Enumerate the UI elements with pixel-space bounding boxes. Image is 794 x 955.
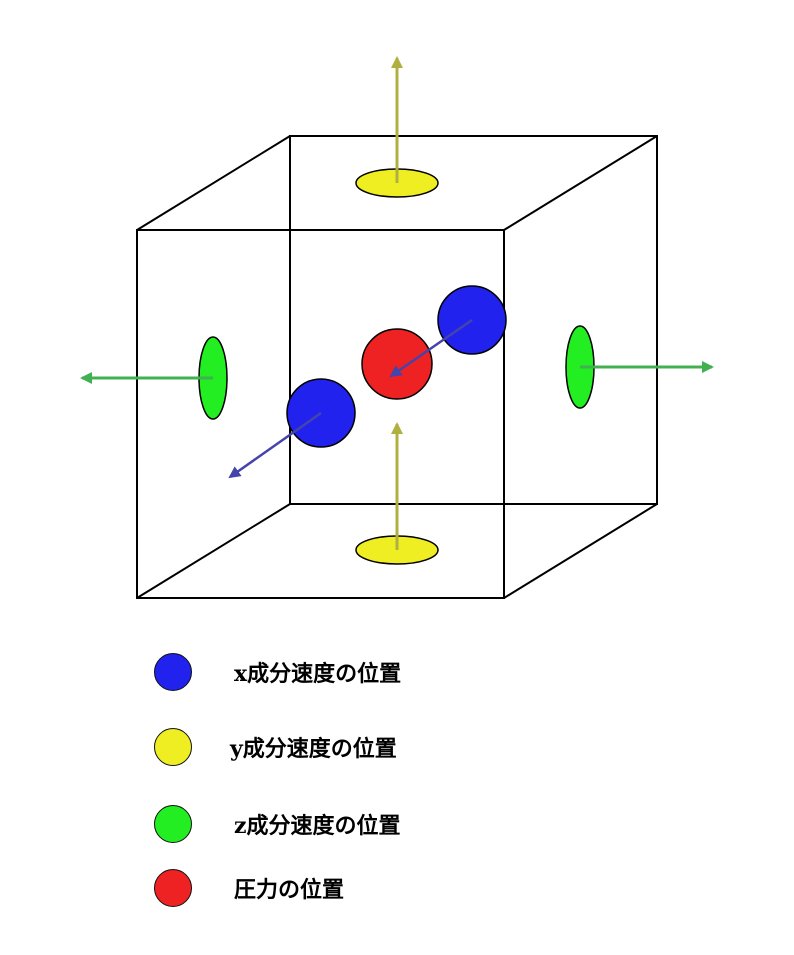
- legend-label-y-velocity: y成分速度の位置: [230, 736, 397, 762]
- y-velocity-legend-dot: [154, 728, 192, 766]
- pressure-marker: [361, 328, 433, 400]
- cube-front-face: [136, 229, 505, 599]
- x-velocity-legend-dot: [154, 653, 192, 691]
- pressure-legend-dot: [154, 869, 192, 907]
- legend-item-y-velocity: y成分速度の位置: [154, 727, 397, 767]
- legend-label-pressure: 圧力の位置: [234, 877, 345, 903]
- cube-back-face: [289, 135, 658, 505]
- legend-item-x-velocity: x成分速度の位置: [154, 652, 401, 692]
- legend-item-z-velocity: z成分速度の位置: [154, 804, 401, 844]
- cube-edge-bottom-left: [136, 503, 291, 599]
- cube-edge-top-right: [503, 135, 658, 231]
- cube-wireframe: [136, 135, 658, 599]
- cube-edge-top-left: [136, 135, 291, 231]
- staggered-grid-cell-diagram: [80, 56, 714, 599]
- legend-label-z-velocity: z成分速度の位置: [234, 813, 401, 839]
- z-velocity-legend-dot: [154, 805, 192, 843]
- legend-item-pressure: 圧力の位置: [154, 868, 344, 908]
- x-velocity-front-arrow: [228, 411, 322, 479]
- legend-label-x-velocity: x成分速度の位置: [234, 661, 402, 687]
- cube-edge-bottom-right: [503, 503, 658, 599]
- x-velocity-back-arrow: [389, 318, 473, 378]
